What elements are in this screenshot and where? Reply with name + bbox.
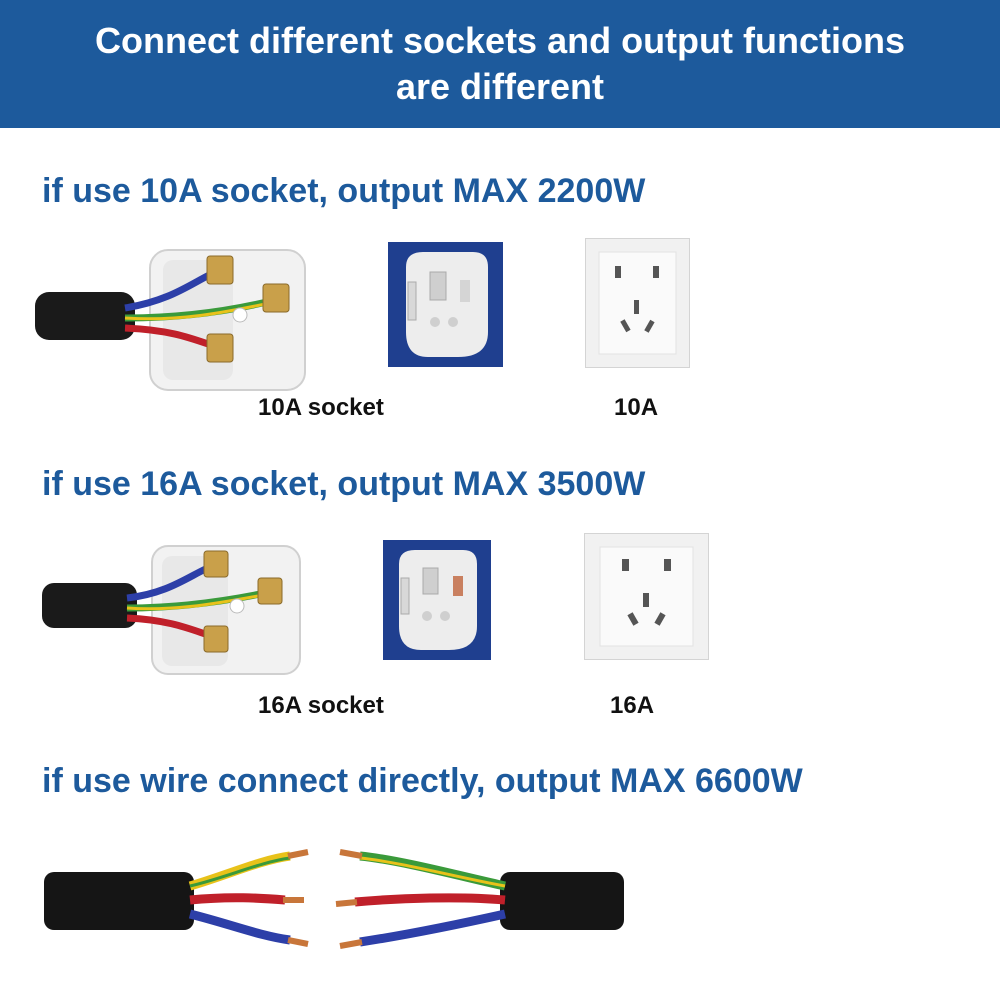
stripped-cables-image bbox=[40, 840, 630, 960]
plug-wiring-image-16a bbox=[42, 538, 302, 678]
plug-wiring-image-10a bbox=[35, 240, 310, 395]
header-title-line2: are different bbox=[395, 66, 605, 107]
header-title: Connect different sockets and output fun… bbox=[0, 18, 1000, 110]
header-title-line1: Connect different sockets and output fun… bbox=[94, 20, 906, 61]
plug-face-image-10a bbox=[388, 242, 503, 367]
plug-caption-16a: 16A socket bbox=[258, 692, 384, 719]
socket-caption-10a: 10A bbox=[614, 394, 659, 421]
plug-face-image-16a bbox=[383, 540, 491, 660]
section-title-16a: if use 16A socket, output MAX 3500W bbox=[42, 465, 646, 503]
wall-socket-image-10a bbox=[585, 238, 690, 368]
wall-socket-image-16a bbox=[584, 533, 709, 660]
section-title-10a: if use 10A socket, output MAX 2200W bbox=[42, 172, 646, 210]
section-title-direct-wire: if use wire connect directly, output MAX… bbox=[42, 762, 803, 800]
socket-caption-16a: 16A bbox=[610, 692, 655, 719]
plug-caption-10a: 10A socket bbox=[258, 394, 384, 421]
header-banner: Connect different sockets and output fun… bbox=[0, 0, 1000, 128]
